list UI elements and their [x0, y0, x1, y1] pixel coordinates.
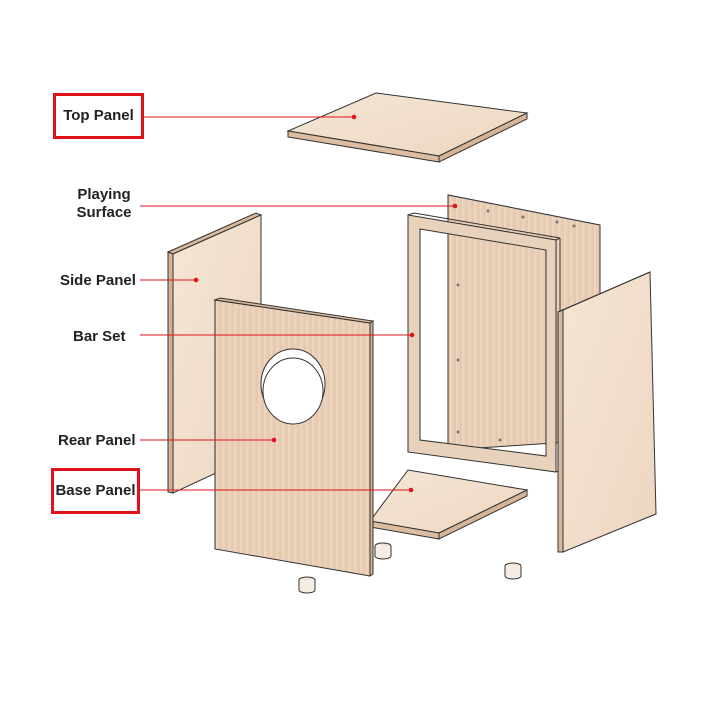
foot-middle — [374, 542, 392, 560]
bar-set-part — [407, 212, 561, 473]
leader-lines — [140, 114, 458, 493]
base-panel-label: Base Panel — [55, 482, 136, 499]
rear-panel-part — [213, 297, 375, 577]
foot-front — [298, 576, 316, 594]
base-panel-part — [369, 469, 529, 540]
top-panel-highlight-box: Top Panel — [53, 93, 144, 139]
top-panel-label: Top Panel — [63, 107, 134, 124]
top-panel-part — [286, 92, 529, 163]
foot-right — [504, 562, 522, 580]
right-side-panel-part — [557, 271, 657, 553]
playing-surface-label: Playing Surface — [76, 186, 132, 221]
base-panel-highlight-box: Base Panel — [51, 468, 140, 514]
bar-set-label: Bar Set — [73, 328, 126, 345]
rear-panel-label: Rear Panel — [58, 432, 136, 449]
side-panel-label: Side Panel — [60, 272, 136, 289]
